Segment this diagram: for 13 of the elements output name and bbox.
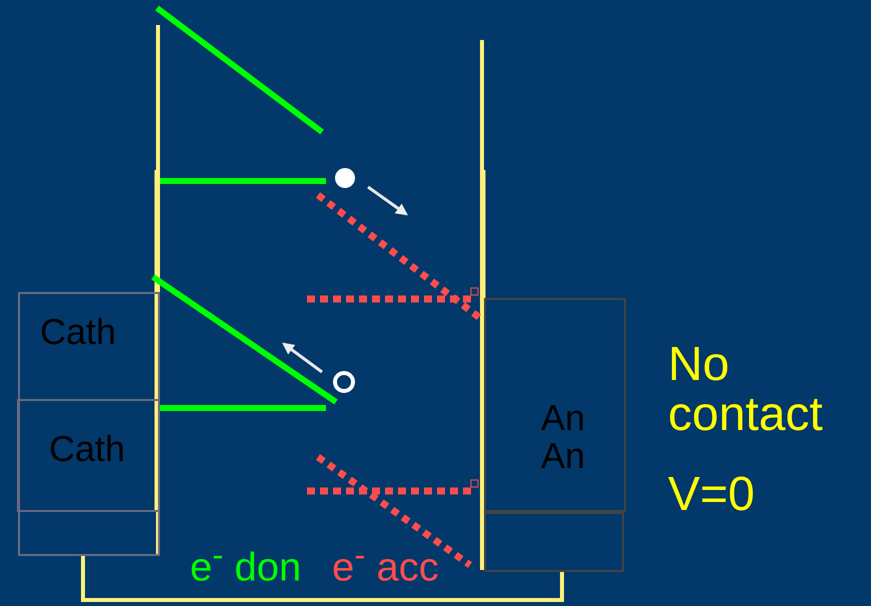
electrode-label: An bbox=[541, 438, 586, 474]
note-text: No contact bbox=[668, 340, 824, 441]
electrode-box bbox=[17, 399, 160, 512]
donor-label: e$^{-}$ don bbox=[190, 538, 302, 588]
circuit-wire bbox=[81, 556, 564, 602]
acceptor-label: e$^{-}$ acc bbox=[332, 538, 440, 588]
electrode-box bbox=[18, 292, 160, 556]
electrode-label: An bbox=[541, 400, 586, 436]
electrode-box bbox=[484, 298, 626, 512]
outline-box bbox=[484, 512, 624, 572]
electrode-label: Cath bbox=[40, 314, 116, 350]
electrode-label: Cath bbox=[49, 431, 126, 467]
voltage-label: V=0 bbox=[668, 470, 756, 520]
